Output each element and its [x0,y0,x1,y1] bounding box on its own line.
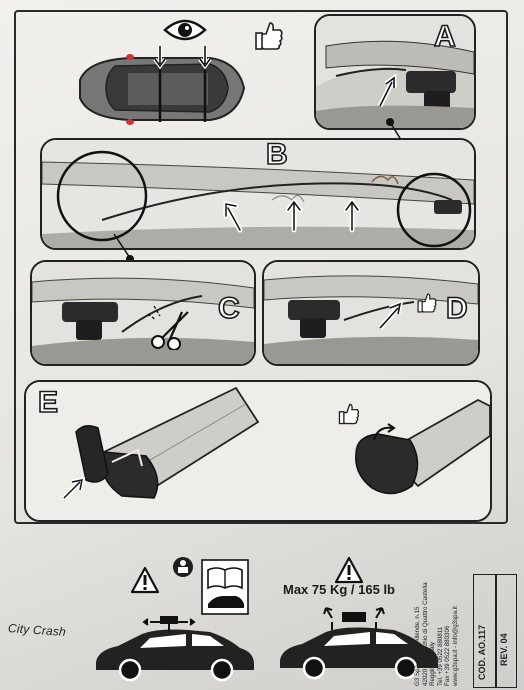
max-load-label: Max 75 Kg / 165 lb [283,582,395,597]
panel-a-photo [316,16,474,128]
arrow-up-icon [378,299,404,330]
address-line: G3 Spa - via E. Allende, n.15 [414,606,421,686]
rotate-arrow-icon [373,423,396,441]
panel-c-label: C [217,291,240,326]
brand-logo: City Crash [7,620,67,640]
revision: REV. 04 [499,633,509,666]
zoom-circle-left [56,150,148,242]
arrow-up-icon [377,74,397,108]
code-box [473,574,517,688]
zoom-circle-right [396,172,472,248]
thumbs-up-icon [255,22,283,50]
panel-b: B [40,138,476,250]
read-manual-icon [173,557,193,577]
warning-icon [130,566,160,594]
address-line: Fax +39 0522 880306 [444,625,452,686]
panel-b-label: B [265,138,288,172]
thumbs-up-icon [338,403,360,425]
product-code: COD. AO.117 [477,624,487,680]
panel-a: A [314,14,476,130]
panel-e: E [24,380,492,522]
scissors-icon [148,306,189,350]
panel-c-photo [32,262,254,364]
address-line: 42020 Montecchio di Quattro Castella [421,582,429,686]
car-side-view [280,607,438,680]
panel-d: D [262,260,480,366]
address-line: Reggio E. - Italy [429,641,437,686]
panel-d-label: D [445,291,468,326]
manual-icon [201,559,249,615]
address-line: Tel. +39 0522 880811 [436,626,444,686]
arrows-up-icons [223,197,361,233]
panel-a-label: A [433,19,456,54]
panel-d-photo [264,262,478,364]
thumbs-up-icon [417,293,437,313]
instructions-frame [14,10,508,524]
warning-icon [334,556,364,584]
company-address: G3 Spa - via E. Allende, n.15 42020 Mont… [414,574,460,686]
car-side-view [96,616,254,682]
car-top-view [79,46,246,125]
panel-e-label: E [37,385,59,420]
panel-c: C [30,260,256,366]
panel-e-illustration [26,382,490,520]
address-line: www.g3spa.it - info@g3spa.it [451,606,459,686]
eye-icon [163,19,207,41]
arrow-up-icon [62,476,86,500]
